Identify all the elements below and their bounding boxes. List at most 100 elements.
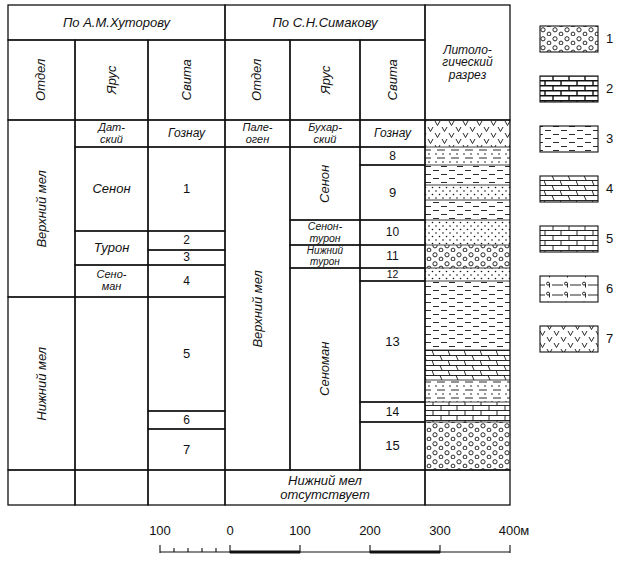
table-cell-border (75, 297, 148, 470)
table-cell-border (225, 5, 425, 40)
table-cell-border (360, 402, 425, 422)
layer-boundary (425, 350, 510, 351)
table-cell-border (290, 245, 360, 268)
cell-text: 14 (386, 406, 399, 419)
table-cell: По А.М.Хуторову (8, 5, 225, 40)
table-cell-border (225, 147, 290, 470)
cell-text: По С.Н.Симакову (272, 16, 377, 30)
table-cell-border (148, 265, 225, 297)
table-cell-border (75, 147, 148, 231)
table-cell-border (75, 40, 148, 120)
table-cell: Сенон (75, 147, 148, 231)
table-cell-border (360, 245, 425, 268)
legend-number: 6 (606, 282, 613, 296)
layer-boundary (425, 422, 510, 423)
rock-layer (425, 245, 510, 268)
cell-text: Сенон- турон (308, 221, 342, 243)
rock-layer (425, 350, 510, 380)
table-cell: Отдел (225, 40, 290, 120)
legend-swatch (540, 176, 598, 202)
rock-layer (425, 120, 510, 147)
table-cell-border (360, 120, 425, 147)
cell-text: 1 (183, 182, 190, 196)
cell-text: Отдел (251, 59, 265, 101)
cell-text: 9 (389, 186, 396, 200)
scale-label: 200 (359, 524, 381, 538)
layer-boundary (425, 268, 510, 269)
cell-text: Литоло- гический разрез (442, 44, 492, 82)
table-cell-border (8, 5, 225, 40)
rock-layer (425, 402, 510, 422)
cell-text: Турон (94, 241, 130, 255)
cell-text: 3 (183, 251, 190, 264)
legend-swatch (540, 226, 598, 252)
layer-boundary (425, 147, 510, 148)
table-cell-border (148, 297, 225, 411)
cell-text: Дат- ский (98, 122, 125, 145)
cell-text: 12 (387, 269, 399, 280)
cell-text: Бухар- ский (308, 122, 342, 145)
table-cell-border (225, 120, 290, 147)
rock-layer (425, 422, 510, 470)
cell-text: Нижний турон (307, 246, 343, 267)
rock-layer (425, 268, 510, 281)
legend-number: 5 (606, 232, 613, 246)
cell-text: 10 (386, 226, 399, 239)
table-cell-border (360, 268, 425, 281)
table-cell: 4 (148, 265, 225, 297)
table-cell-border (290, 147, 360, 220)
table-cell: Сенон (290, 147, 360, 220)
table-cell: Бухар- ский (290, 120, 360, 147)
layer-boundary (425, 402, 510, 403)
scale-label: 100 (149, 524, 171, 538)
cell-text: 11 (386, 250, 398, 263)
table-cell-border (148, 470, 225, 505)
scale-label: 100 (289, 524, 311, 538)
cell-text: 15 (385, 439, 399, 453)
rock-layer (425, 200, 510, 220)
cell-text: Верхний мел (35, 170, 49, 247)
legend-swatch (540, 276, 598, 302)
table-cell: Гознау (148, 120, 225, 147)
table-cell: Дат- ский (75, 120, 148, 147)
table-cell: Свита (360, 40, 425, 120)
cell-text: Сенон (318, 164, 332, 202)
table-cell: 13 (360, 281, 425, 402)
table-cell: Верхний мел (8, 120, 75, 297)
scale-bar-fill (230, 551, 440, 554)
cell-text: Нижний мел отсутствует (270, 474, 380, 501)
table-cell: Отдел (8, 40, 75, 120)
table-cell: Сеноман (290, 268, 360, 470)
layer-boundary (425, 380, 510, 381)
table-cell: Турон (75, 231, 148, 265)
cell-text: 5 (183, 347, 190, 361)
cell-text: Свита (180, 59, 194, 100)
legend-swatch (540, 76, 598, 102)
cell-text: Верхний мел (251, 270, 265, 347)
cell-text: Гознау (168, 127, 205, 140)
table-cell-border (148, 120, 225, 147)
table-cell-border (148, 250, 225, 265)
legend-swatch (540, 326, 598, 352)
rock-layer (425, 380, 510, 402)
table-cell-border (290, 220, 360, 245)
table-cell: 12 (360, 268, 425, 281)
table-cell: 11 (360, 245, 425, 268)
table-cell-border (75, 120, 148, 147)
table-cell-border (425, 470, 510, 505)
layer-boundary (425, 220, 510, 221)
table-cell-border (425, 5, 510, 120)
legend-swatch (540, 26, 598, 52)
cell-text: 7 (183, 443, 190, 457)
table-cell-border (425, 120, 510, 470)
legend-number: 4 (606, 182, 613, 196)
table-cell: Верхний мел (225, 147, 290, 470)
table-cell-border (8, 470, 75, 505)
table-cell-border (360, 422, 425, 470)
cell-text: Нижний мел (35, 347, 49, 421)
cell-text: Сеноман (318, 342, 332, 396)
cell-text: Ярус (105, 66, 119, 95)
table-cell: Свита (148, 40, 225, 120)
table-cell: 9 (360, 165, 425, 220)
table-cell: 7 (148, 429, 225, 470)
